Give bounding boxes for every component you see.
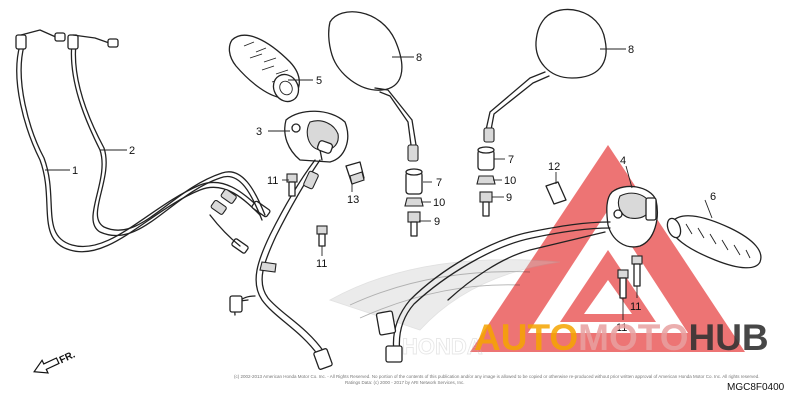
copyright-line-2: Ratings Data: (c) 2000 - 2017 by ARI Net…: [345, 380, 465, 385]
band-12-part: [545, 181, 567, 205]
callout-labels: 1 2 3 4 5 6 7 7 8 8 9 9 10 10 11 11 11 1…: [72, 44, 716, 334]
callout-8-left: 8: [416, 52, 422, 64]
watermark-wordmark: AUTOMOTOHUB: [474, 317, 769, 358]
bolt-11-left-b: [316, 225, 328, 247]
callout-13: 13: [347, 194, 359, 206]
leader-lines: [45, 48, 713, 320]
right-grip-part: [666, 215, 762, 269]
spacer-7-right: [477, 146, 495, 171]
svg-text:AUTOMOTOHUB: AUTOMOTOHUB: [474, 317, 769, 358]
left-switch-housing-part: [284, 110, 349, 163]
callout-11-c: 11: [630, 301, 641, 313]
diagram-code: MGC8F0400: [727, 382, 785, 393]
watermark-hub: HUB: [688, 317, 768, 358]
honda-brand-text: HONDA: [402, 334, 483, 359]
bolt-9-left: [407, 211, 421, 237]
right-switch-harness: [375, 221, 611, 363]
callout-11-b: 11: [316, 258, 327, 270]
bolt-11-right-a: [631, 255, 643, 287]
throttle-cable-2: [67, 34, 266, 254]
throttle-cable-1: [15, 29, 271, 253]
bolt-11-left-a: [286, 173, 298, 197]
callout-1: 1: [72, 165, 78, 177]
spacer-7-left: [405, 168, 423, 195]
watermark-moto: MOTO: [578, 317, 688, 358]
watermark-auto: AUTO: [474, 317, 578, 358]
nut-10-left: [404, 197, 424, 207]
nut-10-right: [476, 175, 496, 185]
front-direction-label: FR.: [58, 349, 77, 366]
callout-7-right: 7: [508, 154, 514, 166]
callout-7-left: 7: [436, 177, 442, 189]
callout-4: 4: [620, 155, 626, 167]
callout-11-d: 11: [616, 322, 627, 334]
clip-13-part: [345, 161, 365, 185]
callout-8-right: 8: [628, 44, 634, 56]
right-mirror-part: [483, 8, 607, 143]
callout-12: 12: [548, 161, 560, 173]
callout-11-a: 11: [267, 175, 278, 187]
bolt-11-right-b: [617, 269, 629, 299]
bolt-9-right: [479, 191, 493, 217]
callout-9-left: 9: [434, 216, 440, 228]
left-mirror-part: [328, 11, 419, 162]
callout-10-right: 10: [504, 175, 516, 187]
watermark-logo: [470, 145, 745, 352]
right-switch-housing-part: [606, 185, 658, 248]
callout-5: 5: [316, 75, 322, 87]
copyright-line-1: (c) 2002-2013 American Honda Motor Co. I…: [234, 374, 760, 379]
front-direction-indicator: FR.: [33, 349, 77, 374]
front-arrow-icon: [33, 357, 60, 374]
callout-6: 6: [710, 191, 716, 203]
callout-2: 2: [129, 145, 135, 157]
left-grip-part: [228, 34, 300, 103]
callout-9-right: 9: [506, 192, 512, 204]
callout-10-left: 10: [433, 197, 445, 209]
callout-3: 3: [256, 126, 262, 138]
